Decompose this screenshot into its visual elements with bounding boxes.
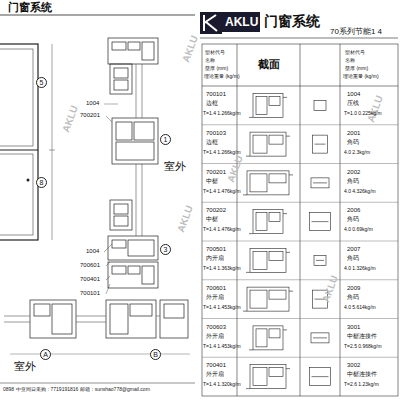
profile-code: 700202 — [206, 207, 226, 214]
watermark: AKLU — [175, 204, 195, 234]
profile-code: 3002 — [347, 362, 360, 369]
profile-spec: T=2.6 1.23kg/m — [344, 382, 379, 388]
profile-code: 700401 — [206, 362, 226, 369]
profile-name: 角码 — [347, 178, 359, 184]
side-label: 室外 — [14, 360, 36, 372]
profile-spec: T=1.4 1.453kg/m — [203, 305, 241, 311]
header-title: 门窗系统 — [8, 1, 52, 13]
profile-code: 700501 — [206, 246, 226, 253]
column-header: 理论重量 (kg/m) — [204, 74, 240, 80]
column-header: 型材代号 — [345, 50, 365, 56]
profile-spec: T=2.5 0.968kg/m — [344, 344, 382, 350]
watermark: AKLU — [320, 274, 340, 304]
profile-spec: T=1.4 1.320kg/m — [203, 382, 241, 388]
callout-number: 3 — [164, 246, 168, 253]
callout-number: 1 — [164, 136, 168, 143]
callout-number: 8 — [40, 179, 44, 186]
profile-spec: T=1.4 1.453kg/m — [203, 344, 241, 350]
profile-spec: T=1.4 1.476kg/m — [203, 227, 241, 233]
part-code: 700201 — [80, 112, 100, 119]
callout-circle: 5 — [36, 77, 47, 88]
header-title: 门窗系统 — [264, 14, 320, 29]
profile-spec: 4.0 1.326kg/m — [344, 266, 376, 272]
column-header: 壁厚 (mm) — [205, 66, 228, 72]
profile-code: 700603 — [206, 324, 226, 331]
profile-spec: 4.0 2.3kg/m — [344, 150, 370, 156]
callout-number: B — [153, 351, 158, 358]
profile-name: 角码 — [347, 139, 359, 145]
callout-number: A — [43, 351, 48, 358]
profile-spec: T=1.4 1.363kg/m — [203, 266, 241, 272]
watermark: AKLU — [180, 34, 200, 64]
profile-name: 角码 — [347, 294, 359, 300]
callout-circle: 1 — [160, 134, 171, 145]
profile-code: 2007 — [347, 246, 360, 253]
callout-circle: 8 — [36, 177, 47, 188]
column-header: 截面 — [258, 58, 280, 70]
profile-name: 中梃连接件 — [347, 333, 377, 339]
part-code: 1004 — [86, 248, 99, 255]
profile-name: 角码 — [347, 255, 359, 261]
profile-name: 角码 — [347, 216, 359, 222]
profile-code: 2006 — [347, 207, 360, 214]
profile-spec: T=1.4 1.476kg/m — [203, 189, 241, 195]
profile-code: 700601 — [206, 285, 226, 292]
side-label: 室外 — [164, 160, 186, 172]
part-code: 700101 — [80, 290, 100, 297]
profile-name: 中梃 — [206, 216, 218, 222]
profile-name: 边框 — [206, 139, 218, 145]
profile-name: 压线 — [347, 100, 359, 106]
profile-spec: T=1.0 0.225kg/m — [344, 111, 382, 117]
callout-circle: A — [40, 349, 51, 360]
profile-code: 2002 — [347, 169, 360, 176]
profile-spec: T=1.4 1.266kg/m — [203, 111, 241, 117]
profile-spec: 4.0 4.326kg/m — [344, 189, 376, 195]
column-header: 壁厚 (mm) — [345, 66, 368, 72]
watermark: AKLU — [60, 104, 80, 134]
column-header: 理论重量 (kg/m) — [343, 74, 379, 80]
profile-name: 中梃连接件 — [347, 371, 377, 377]
contact-note: 0898 中亚同日采购：7719191816 邮箱：sunshao778@gma… — [3, 387, 150, 393]
series-title: 70系列节能1 4 — [330, 28, 382, 37]
profile-spec: T=1.4 1.266kg/m — [203, 150, 241, 156]
profile-code: 2001 — [347, 130, 360, 137]
profile-code: 700201 — [206, 169, 226, 176]
profile-code: 1004 — [347, 91, 360, 98]
watermark: AKLU — [225, 154, 245, 184]
profile-name: 外开扇 — [206, 294, 224, 300]
profile-code: 3001 — [347, 324, 360, 331]
watermark: AKLU — [365, 94, 385, 124]
profile-code: 700101 — [206, 91, 226, 98]
profile-code: 2009 — [347, 285, 360, 292]
callout-number: 5 — [40, 79, 44, 86]
brand-name: AKLU — [225, 16, 258, 29]
part-code: 1004 — [86, 100, 99, 107]
profile-name: 边框 — [206, 100, 218, 106]
profile-name: 中梃 — [206, 178, 218, 184]
column-header: 型材代号 — [205, 50, 225, 56]
column-header: 名称 — [205, 58, 215, 64]
part-code: 700401 — [80, 276, 100, 283]
part-code: 700601 — [80, 262, 100, 269]
profile-spec: 4.0 5.614kg/m — [344, 305, 376, 311]
callout-circle: 3 — [160, 244, 171, 255]
profile-name: 外开扇 — [206, 371, 224, 377]
column-header: 名称 — [345, 58, 355, 64]
profile-code: 700103 — [206, 130, 226, 137]
profile-name: 内开扇 — [206, 255, 224, 261]
callout-circle: B — [150, 349, 161, 360]
profile-name: 外开扇 — [206, 333, 224, 339]
profile-spec: 4.0 0.69kg/m — [344, 227, 373, 233]
